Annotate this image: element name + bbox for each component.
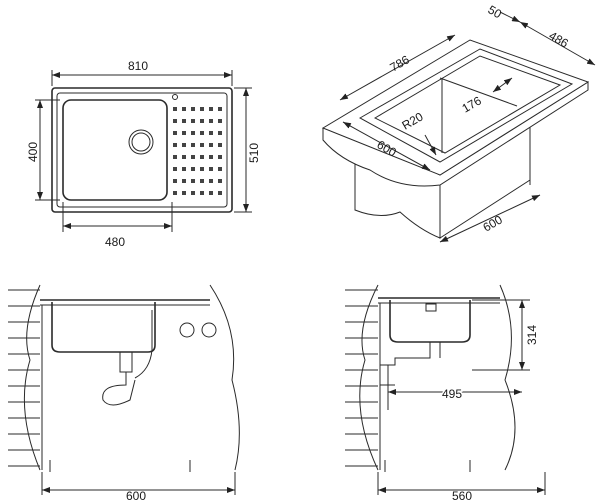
dim-810: 810	[128, 59, 148, 73]
drainboard-dot	[209, 191, 213, 195]
drainboard-dot	[209, 167, 213, 171]
drain	[128, 129, 154, 155]
drainboard-pattern	[173, 107, 222, 195]
drainboard-dot	[191, 107, 195, 111]
drainboard-dot	[218, 167, 222, 171]
drainboard-dot	[218, 143, 222, 147]
drainboard-dot	[182, 143, 186, 147]
sink-outline	[51, 87, 233, 213]
drainboard-dot	[191, 131, 195, 135]
plan-view: 810 400 510 480	[26, 59, 261, 249]
iso-view: 786 50 486 176 R20 600 600	[321, 2, 596, 243]
drainboard-dot	[173, 131, 177, 135]
drainboard-dot	[200, 119, 204, 123]
drainboard-dot	[209, 119, 213, 123]
drainboard-dot	[173, 119, 177, 123]
drainboard-dot	[191, 119, 195, 123]
bowl-section	[51, 302, 156, 353]
drainboard-dot	[218, 179, 222, 183]
drainboard-dot	[200, 167, 204, 171]
drainboard-dot	[182, 179, 186, 183]
drainboard-dot	[200, 107, 204, 111]
drainboard-dot	[209, 155, 213, 159]
dim-600-elevation: 600	[126, 489, 146, 500]
dim-400: 400	[26, 142, 40, 162]
drainboard-dot	[218, 191, 222, 195]
dim-480: 480	[105, 235, 125, 249]
drainboard-dot	[191, 155, 195, 159]
side-elevation: 314 495 560	[345, 284, 546, 500]
drainboard-dot	[218, 119, 222, 123]
dim-495: 495	[442, 387, 462, 401]
drainboard-dot	[182, 155, 186, 159]
dim-560: 560	[452, 489, 472, 500]
drainboard-dot	[173, 155, 177, 159]
front-elevation: 600	[8, 284, 240, 500]
dim-486: 486	[547, 28, 572, 50]
drainboard-dot	[182, 167, 186, 171]
drainboard-dot	[182, 119, 186, 123]
drainboard-dot	[200, 155, 204, 159]
drainboard-dot	[209, 107, 213, 111]
drainboard-dot	[191, 179, 195, 183]
drainboard-dot	[191, 191, 195, 195]
drainboard-dot	[182, 191, 186, 195]
dim-50: 50	[486, 2, 505, 21]
dim-600-cabinet: 600	[481, 212, 506, 234]
drainboard-dot	[173, 107, 177, 111]
drainboard-dot	[173, 179, 177, 183]
dim-510: 510	[247, 143, 261, 163]
bowl	[62, 99, 168, 201]
drainboard-dot	[173, 167, 177, 171]
drainboard-dot	[200, 131, 204, 135]
dim-314: 314	[525, 325, 539, 345]
drainboard-dot	[191, 143, 195, 147]
drainboard-dot	[209, 143, 213, 147]
drainboard-dot	[218, 155, 222, 159]
drainboard-dot	[173, 191, 177, 195]
bowl-section-side	[389, 300, 471, 343]
drainboard-dot	[200, 179, 204, 183]
drainboard-dot	[209, 179, 213, 183]
drainboard-dot	[218, 107, 222, 111]
drainboard-dot	[200, 191, 204, 195]
drainboard-dot	[218, 131, 222, 135]
drainboard-dot	[191, 167, 195, 171]
drainboard-dot	[209, 131, 213, 135]
drainboard-dot	[200, 143, 204, 147]
drainboard-dot	[173, 143, 177, 147]
drainboard-dot	[182, 131, 186, 135]
drainboard-dot	[182, 107, 186, 111]
